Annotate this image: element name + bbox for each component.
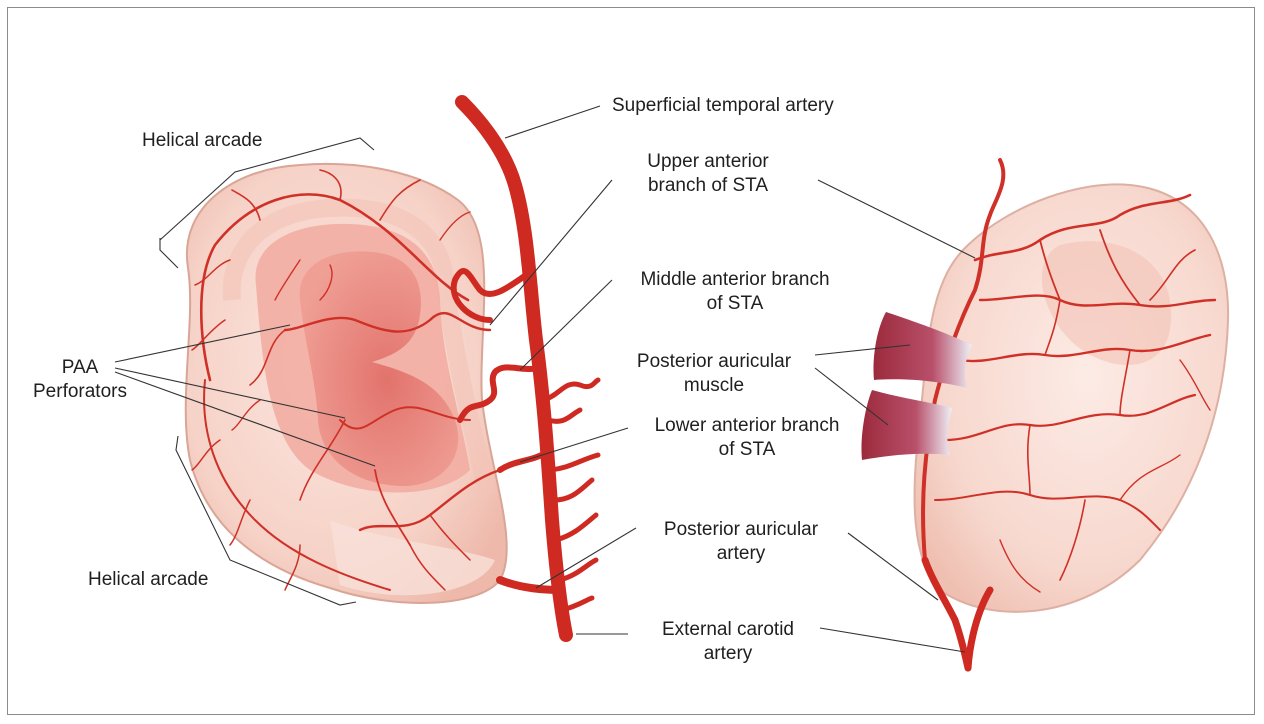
label-upper-anterior-branch: Upper anterior branch of STA — [614, 150, 802, 198]
label-lower-anterior-branch: Lower anterior branch of STA — [634, 414, 860, 462]
label-middle-anterior-branch: Middle anterior branch of STA — [620, 268, 850, 316]
label-paa-line2: Perforators — [24, 380, 136, 404]
left-ear — [186, 164, 507, 603]
label-middle-anterior-line2: of STA — [620, 292, 850, 316]
label-superficial-temporal-artery: Superficial temporal artery — [612, 94, 834, 118]
label-posterior-auricular-artery: Posterior auricular artery — [646, 518, 836, 566]
label-ext-carotid-line2: artery — [632, 642, 824, 666]
label-paa-perforators: PAA Perforators — [24, 356, 136, 404]
label-posterior-auricular-muscle: Posterior auricular muscle — [618, 350, 810, 398]
label-helical-arcade-top: Helical arcade — [142, 129, 262, 153]
leader-upper-anterior — [490, 180, 612, 325]
label-ext-carotid-line1: External carotid — [632, 618, 824, 642]
label-pa-artery-line2: artery — [646, 542, 836, 566]
leader-superficial-temporal — [505, 106, 600, 138]
label-helical-arcade-bottom: Helical arcade — [88, 568, 208, 592]
leader-lower-anterior — [520, 428, 628, 462]
bracket-helical-arcade-top — [160, 238, 178, 268]
label-external-carotid-artery: External carotid artery — [632, 618, 824, 666]
right-ear — [915, 160, 1229, 668]
label-muscle-line1: Posterior auricular — [618, 350, 810, 374]
label-pa-artery-line1: Posterior auricular — [646, 518, 836, 542]
label-upper-anterior-line2: branch of STA — [614, 174, 802, 198]
leader-external-carotid-right — [820, 628, 965, 652]
label-middle-anterior-line1: Middle anterior branch — [620, 268, 850, 292]
leader-upper-anterior-right — [818, 180, 975, 258]
label-lower-anterior-line1: Lower anterior branch — [634, 414, 860, 438]
label-muscle-line2: muscle — [618, 374, 810, 398]
label-paa-line1: PAA — [24, 356, 136, 380]
label-upper-anterior-line1: Upper anterior — [614, 150, 802, 174]
label-lower-anterior-line2: of STA — [634, 438, 860, 462]
